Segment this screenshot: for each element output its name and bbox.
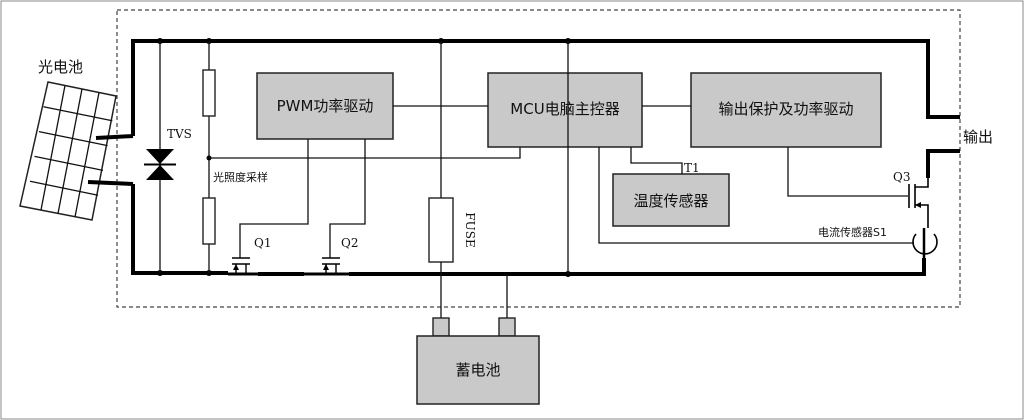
current-sensor-label: 电流传感器S1 [818,225,887,239]
temp-sensor-label: 温度传感器 [633,192,708,210]
mcu-block [487,72,643,148]
q1-label: Q1 [254,236,271,250]
pwm-driver-label: PWM功率驱动 [277,97,374,115]
q1-gate-wire [239,139,309,258]
mcu-temp-link [630,147,683,174]
t1-label: T1 [684,161,700,175]
battery-label: 蓄电池 [455,361,500,379]
battery-block [416,335,540,405]
q3-label: Q3 [893,170,910,184]
fuse-icon [428,197,454,263]
mosfet-q2-icon [304,257,349,276]
positive-bus [131,39,960,136]
tvs-diode-icon [144,149,176,180]
light-sampling-label: 光照度采样 [213,170,268,184]
solar-panel-label: 光电池 [38,58,83,76]
q2-gate-wire [329,139,366,258]
fuse-label: FUSE [463,212,477,247]
mcu-label: MCU电脑主控器 [510,100,619,118]
q3-gate-wire [787,147,908,197]
mosfet-q1-icon [228,257,258,276]
negative-bus-right [349,258,926,276]
output-label: 输出 [963,128,993,146]
solar-panel-icon [19,81,117,221]
output-protection-block [690,72,882,148]
current-sensor-icon [912,228,938,258]
resistor-upper-icon [202,69,216,117]
battery-positive-terminal [432,317,450,337]
q2-label: Q2 [341,236,358,250]
panel-lead-negative [87,180,134,186]
tvs-label: TVS [167,127,192,141]
panel-lead-positive [95,134,134,140]
temp-sensor-block [612,173,730,227]
negative-bus-left [131,184,228,275]
battery-negative-terminal [498,317,516,337]
mosfet-q3-icon [908,178,929,228]
output-negative-rail [926,149,960,178]
pwm-driver-block [256,72,394,140]
output-protection-label: 输出保护及功率驱动 [718,100,853,118]
current-sense-wire [598,147,914,244]
resistor-lower-icon [202,197,216,245]
controller-boundary [116,9,961,308]
